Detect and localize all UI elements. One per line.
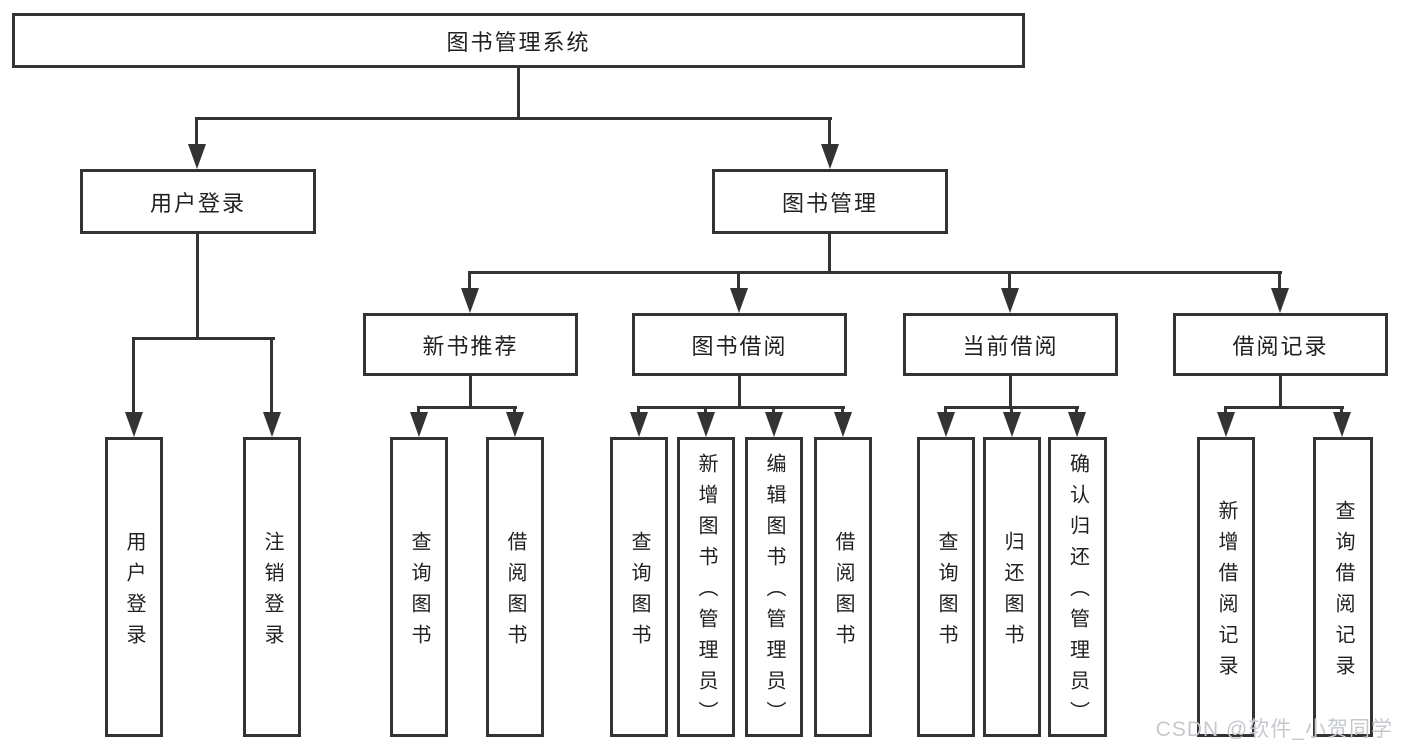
arrow-down-icon: [1271, 271, 1289, 313]
arrow-down-icon: [765, 406, 783, 437]
arrow-down-icon: [834, 406, 852, 437]
leaf-edit-book-admin-label: 编辑图书（管理员）: [763, 453, 785, 732]
leaf-confirm-return-admin: 确认归还（管理员）: [1048, 437, 1107, 737]
connector-stem: [196, 234, 199, 337]
leaf-return-book: 归还图书: [983, 437, 1041, 737]
arrow-down-icon: [821, 117, 839, 169]
leaf-query-books-recommend: 查询图书: [390, 437, 448, 737]
leaf-query-borrow-record-label: 查询借阅记录: [1332, 499, 1354, 686]
node-new-book-recommendation-label: 新书推荐: [422, 333, 519, 359]
leaf-add-book-admin: 新增图书（管理员）: [677, 437, 735, 737]
connector-stem: [517, 68, 520, 117]
connector-hline: [132, 337, 275, 340]
connector-hline: [637, 406, 845, 409]
connector-hline: [469, 271, 1282, 274]
node-root-label: 图书管理系统: [446, 29, 591, 55]
connector-stem: [469, 376, 472, 406]
arrow-down-icon: [461, 271, 479, 313]
node-current-borrowing: 当前借阅: [903, 313, 1118, 376]
leaf-add-book-admin-label: 新增图书（管理员）: [695, 453, 717, 732]
node-root: 图书管理系统: [12, 13, 1025, 68]
leaf-query-books-current: 查询图书: [917, 437, 975, 737]
arrow-down-icon: [506, 406, 524, 437]
arrow-down-icon: [697, 406, 715, 437]
leaf-user-login: 用户登录: [105, 437, 163, 737]
connector-hline: [417, 406, 517, 409]
leaf-logout: 注销登录: [243, 437, 301, 737]
arrow-down-icon: [1333, 406, 1351, 437]
node-book-borrowing-label: 图书借阅: [691, 333, 788, 359]
leaf-confirm-return-admin-label: 确认归还（管理员）: [1066, 453, 1089, 732]
node-book-management: 图书管理: [712, 169, 948, 234]
connector-stem: [1009, 376, 1012, 406]
connector-hline: [1224, 406, 1344, 409]
leaf-query-borrow-record: 查询借阅记录: [1313, 437, 1373, 737]
arrow-down-icon: [937, 406, 955, 437]
node-borrowing-records: 借阅记录: [1173, 313, 1388, 376]
leaf-borrow-books-recommend: 借阅图书: [486, 437, 544, 737]
leaf-query-books-recommend-label: 查询图书: [408, 530, 430, 655]
connector-stem: [828, 234, 831, 271]
arrow-down-icon: [630, 406, 648, 437]
arrow-down-icon: [188, 117, 206, 169]
node-current-borrowing-label: 当前借阅: [962, 333, 1059, 359]
arrow-down-icon: [1217, 406, 1235, 437]
arrow-down-icon: [125, 337, 143, 437]
leaf-query-books-current-label: 查询图书: [935, 530, 957, 655]
arrow-down-icon: [410, 406, 428, 437]
connector-stem: [738, 376, 741, 406]
leaf-borrow-books-borrowing-label: 借阅图书: [832, 530, 854, 655]
arrow-down-icon: [1003, 406, 1021, 437]
node-user-login: 用户登录: [80, 169, 316, 234]
leaf-return-book-label: 归还图书: [1001, 530, 1023, 655]
node-book-borrowing: 图书借阅: [632, 313, 847, 376]
leaf-query-books-borrowing-label: 查询图书: [628, 530, 650, 655]
leaf-logout-label: 注销登录: [261, 530, 283, 655]
leaf-edit-book-admin: 编辑图书（管理员）: [745, 437, 803, 737]
connector-stem: [1279, 376, 1282, 406]
leaf-user-login-label: 用户登录: [123, 530, 145, 655]
node-new-book-recommendation: 新书推荐: [363, 313, 578, 376]
leaf-query-books-borrowing: 查询图书: [610, 437, 668, 737]
node-book-management-label: 图书管理: [781, 190, 878, 216]
arrow-down-icon: [263, 337, 281, 437]
node-borrowing-records-label: 借阅记录: [1232, 333, 1329, 359]
connector-hline: [195, 117, 832, 120]
arrow-down-icon: [1068, 406, 1086, 437]
node-user-login-label: 用户登录: [149, 190, 246, 216]
csdn-watermark: CSDN @软件_小贺同学: [1155, 718, 1393, 741]
leaf-add-borrow-record-label: 新增借阅记录: [1215, 499, 1237, 686]
leaf-borrow-books-recommend-label: 借阅图书: [504, 530, 526, 655]
arrow-down-icon: [1001, 271, 1019, 313]
leaf-add-borrow-record: 新增借阅记录: [1197, 437, 1255, 737]
arrow-down-icon: [730, 271, 748, 313]
leaf-borrow-books-borrowing: 借阅图书: [814, 437, 872, 737]
